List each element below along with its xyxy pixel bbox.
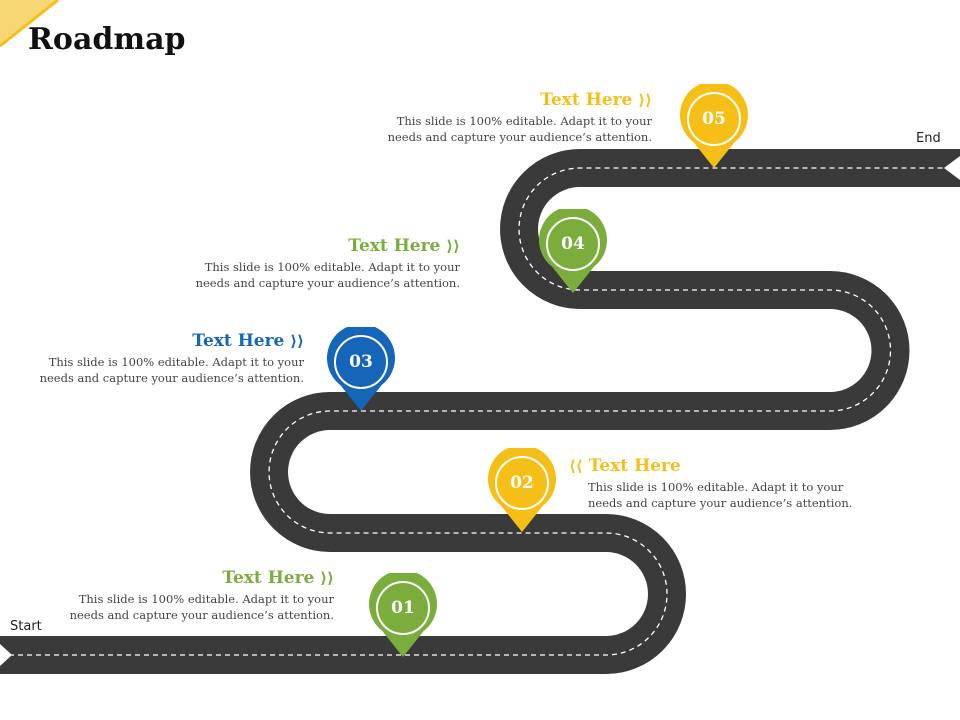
milestone-pin-03: 03 <box>326 327 396 411</box>
pin-ring <box>376 581 430 635</box>
road-end-notch <box>944 156 960 180</box>
milestone-label-03: Text Here ⟩⟩ This slide is 100% editable… <box>14 330 304 386</box>
chevron-right-icon: ⟩⟩ <box>638 91 652 109</box>
chevron-right-icon: ⟩⟩ <box>290 332 304 350</box>
milestone-label-02: ⟨⟨ Text Here This slide is 100% editable… <box>569 455 859 511</box>
milestone-heading: Text Here <box>588 456 681 476</box>
start-label: Start <box>10 619 42 634</box>
milestone-pin-04: 04 <box>538 209 608 293</box>
pin-ring <box>334 335 388 389</box>
pin-shape <box>680 84 748 168</box>
milestone-pin-02: 02 <box>487 448 557 532</box>
milestone-number: 05 <box>702 109 726 129</box>
milestone-number: 02 <box>510 473 534 493</box>
milestone-heading: Text Here <box>192 331 285 351</box>
road-start-notch <box>0 644 12 666</box>
chevron-right-icon: ⟩⟩ <box>320 569 334 587</box>
milestone-label-01: Text Here ⟩⟩ This slide is 100% editable… <box>44 567 334 623</box>
pin-ring <box>546 217 600 271</box>
milestone-text: This slide is 100% editable. Adapt it to… <box>195 260 460 290</box>
milestone-text: This slide is 100% editable. Adapt it to… <box>588 480 853 510</box>
milestone-pin-01: 01 <box>368 573 438 657</box>
milestone-number: 04 <box>561 234 585 254</box>
pin-shape <box>327 327 395 411</box>
milestone-pin-05: 05 <box>679 84 749 168</box>
milestone-text: This slide is 100% editable. Adapt it to… <box>39 355 304 385</box>
milestone-label-05: Text Here ⟩⟩ This slide is 100% editable… <box>362 89 652 145</box>
milestone-number: 03 <box>349 352 373 372</box>
pin-shape <box>488 448 556 532</box>
milestone-heading: Text Here <box>348 236 441 256</box>
milestone-text: This slide is 100% editable. Adapt it to… <box>69 592 334 622</box>
pin-ring <box>687 92 741 146</box>
chevron-right-icon: ⟩⟩ <box>446 237 460 255</box>
milestone-heading: Text Here <box>222 568 315 588</box>
pin-ring <box>495 456 549 510</box>
milestone-text: This slide is 100% editable. Adapt it to… <box>387 114 652 144</box>
milestone-number: 01 <box>391 598 415 618</box>
road-center-line <box>0 167 960 656</box>
pin-shape <box>369 573 437 657</box>
milestone-heading: Text Here <box>540 90 633 110</box>
corner-accent <box>0 0 59 48</box>
end-label: End <box>916 131 941 146</box>
chevron-left-icon: ⟨⟨ <box>569 457 583 475</box>
pin-shape <box>539 209 607 293</box>
page-title: Roadmap <box>28 22 186 57</box>
milestone-label-04: Text Here ⟩⟩ This slide is 100% editable… <box>170 235 460 291</box>
